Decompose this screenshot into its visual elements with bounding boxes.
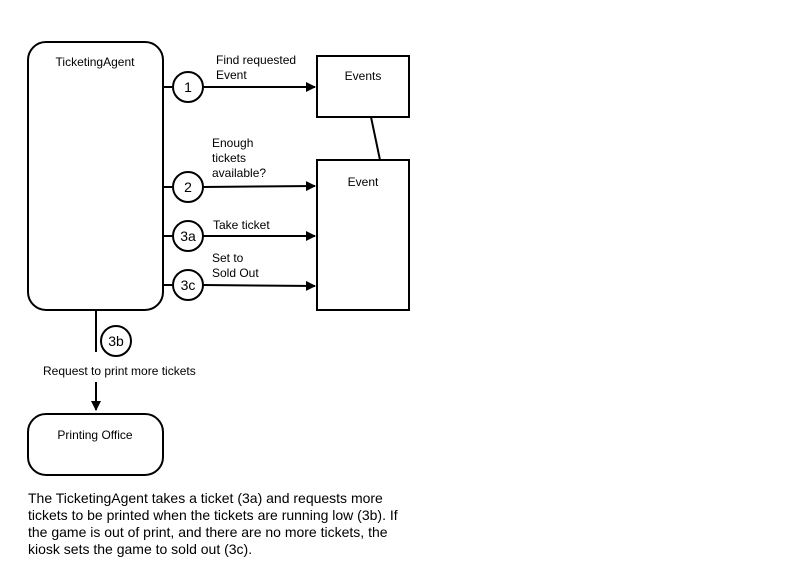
event-label: Event bbox=[348, 175, 379, 189]
message-2-arrow bbox=[202, 181, 316, 192]
message-3c-label: Set to Sold Out bbox=[212, 251, 259, 280]
events-label: Events bbox=[345, 69, 382, 83]
message-1-label-line-2: Event bbox=[216, 68, 247, 82]
printing-office-node bbox=[27, 413, 164, 476]
message-3c-label-line-1: Set to bbox=[212, 251, 244, 265]
step-3a-label: 3a bbox=[180, 228, 196, 244]
ticketing-agent-node bbox=[27, 41, 164, 311]
message-3a-label: Take ticket bbox=[213, 218, 270, 232]
message-1-label-line-1: Find requested bbox=[216, 53, 296, 67]
message-3c-arrow bbox=[202, 280, 316, 291]
step-3b-label: 3b bbox=[108, 333, 124, 349]
step-1-label: 1 bbox=[184, 79, 192, 95]
message-2-label-line-2: tickets bbox=[212, 151, 246, 165]
step-3b-marker bbox=[100, 325, 132, 357]
message-2-label-line-3: available? bbox=[212, 166, 266, 180]
events-node bbox=[316, 55, 410, 118]
printing-office-label: Printing Office bbox=[57, 428, 132, 442]
message-2-label-line-1: Enough bbox=[212, 136, 253, 150]
step-2-label: 2 bbox=[184, 179, 192, 195]
message-2-label: Enough tickets available? bbox=[212, 136, 266, 180]
events-event-link bbox=[370, 116, 381, 161]
step-3c-label: 3c bbox=[181, 277, 196, 293]
diagram-caption: The TicketingAgent takes a ticket (3a) a… bbox=[28, 490, 398, 557]
event-node bbox=[316, 159, 410, 311]
message-3b-label: Request to print more tickets bbox=[43, 364, 196, 378]
ticketing-agent-label: TicketingAgent bbox=[56, 55, 136, 69]
message-1-label: Find requested Event bbox=[216, 53, 299, 82]
message-3c-label-line-2: Sold Out bbox=[212, 266, 259, 280]
